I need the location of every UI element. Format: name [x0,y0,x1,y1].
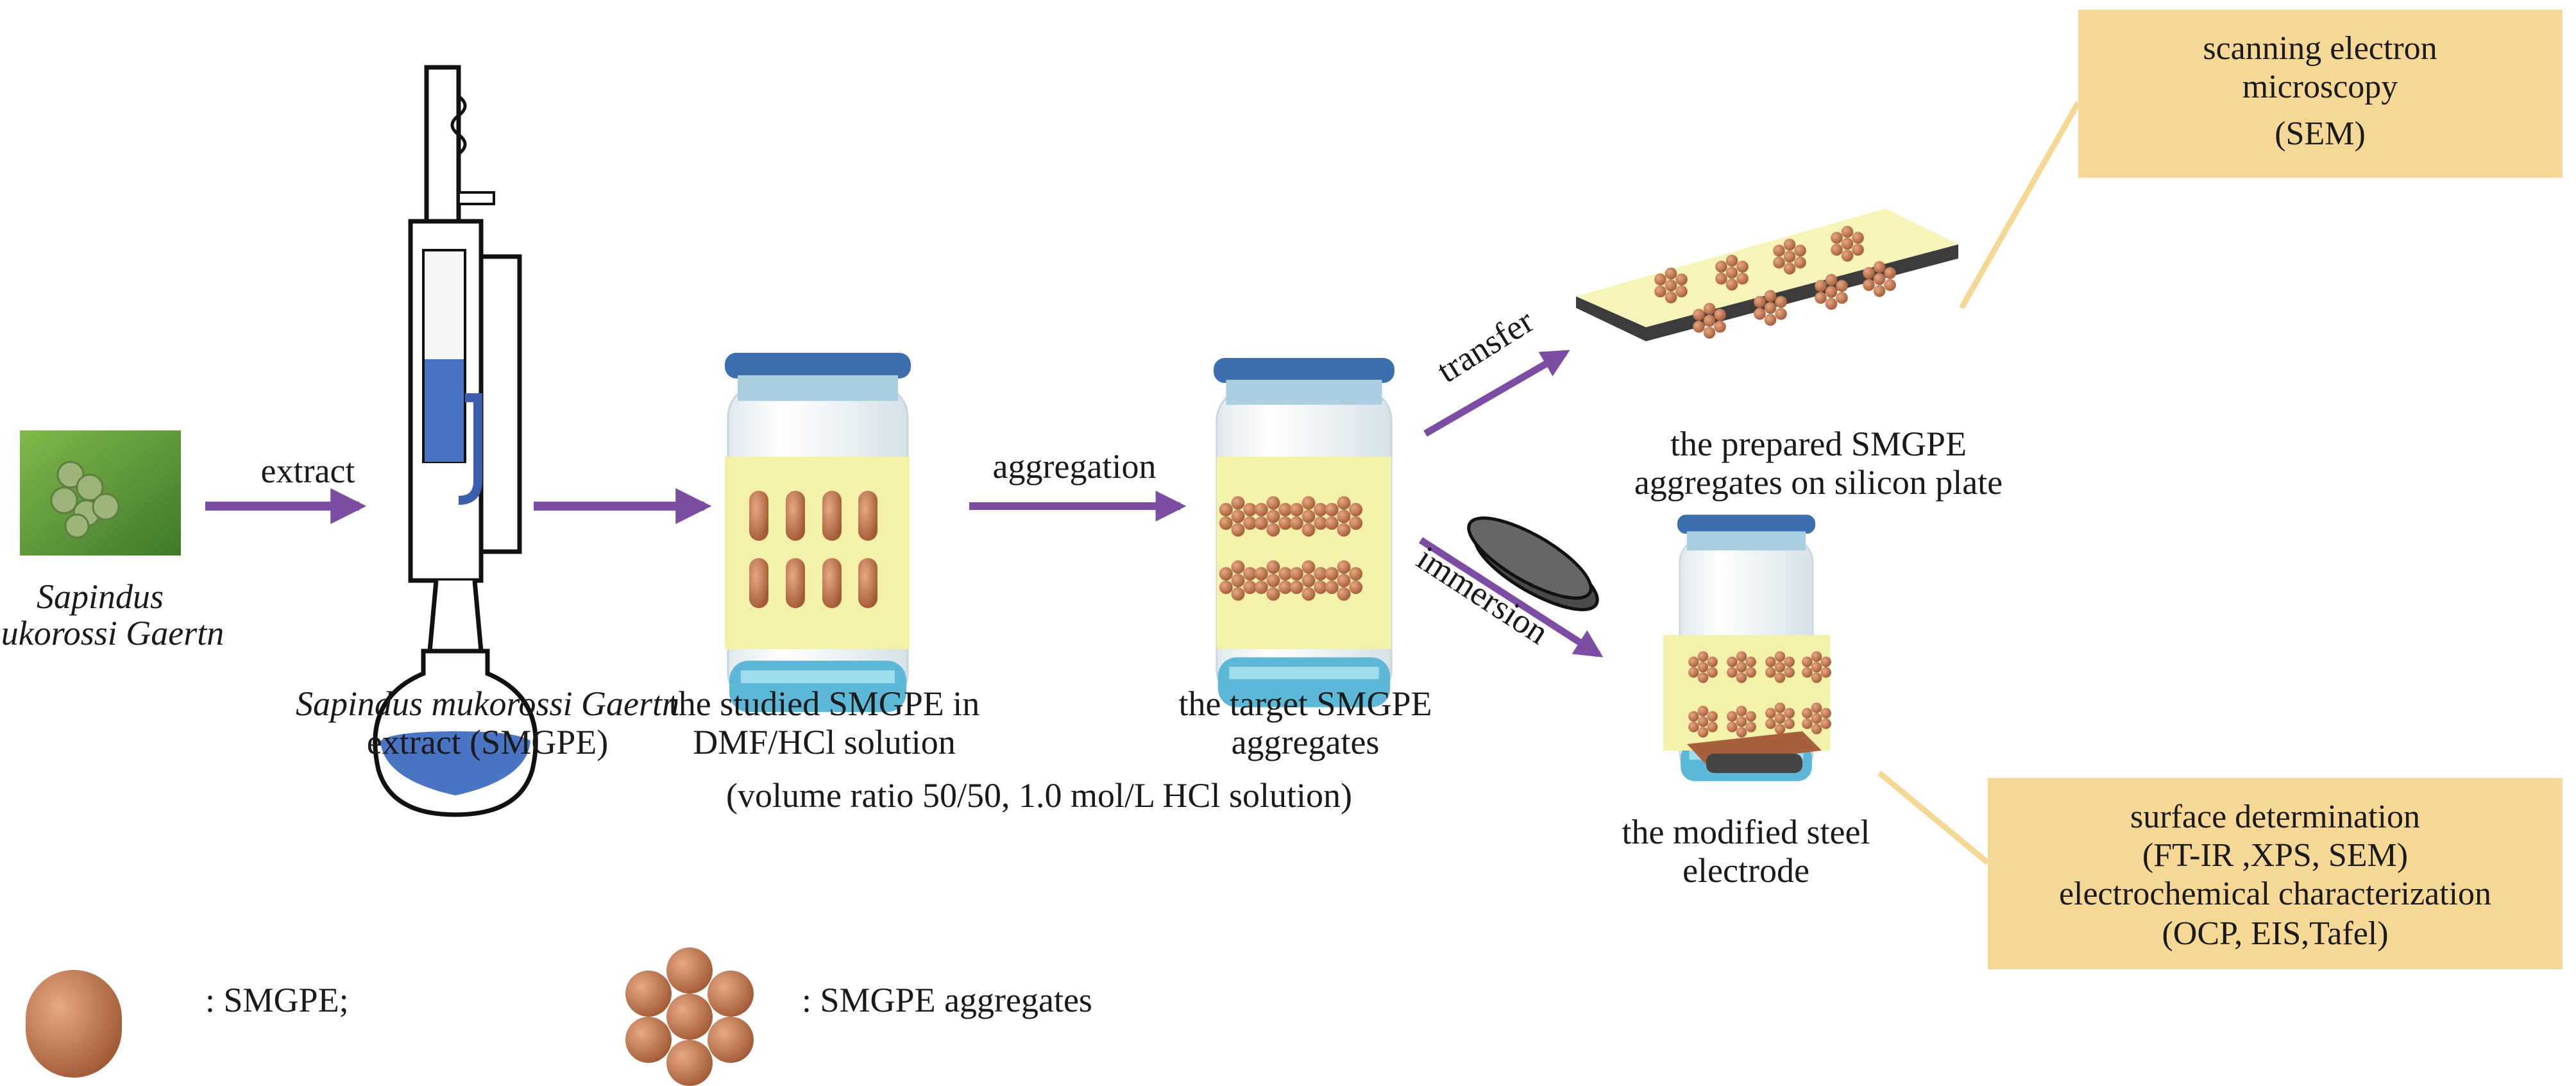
characterization-connector [1877,770,1990,865]
sem-connector [1959,101,2081,310]
plant-name-line1: Sapindus [37,577,164,616]
jar3-label-line1: the modified steel [1622,813,1870,851]
legend-aggregate-icon [625,947,754,1086]
jar2-label-line1: the target SMGPE [1179,684,1432,723]
smgpe-particles [749,491,877,608]
sem-box-line: scanning electron [2203,30,2437,67]
jar-smgpe-aggregates [1212,357,1396,708]
steel-electrode-disk [1467,516,1599,611]
jar-modified-electrode [1663,514,1831,783]
silicon-plate [1576,208,1958,341]
plate-label-line2: aggregates on silicon plate [1634,463,2003,502]
legend-smgpe-icon [26,970,122,1078]
legend-aggregates-label: : SMGPE aggregates [802,981,1092,1019]
immersion-arrow [1419,537,1604,658]
jar3-label-line2: electrode [1682,851,1809,890]
jar1-label-line2: DMF/HCl solution [693,723,956,761]
jar-smgpe-solution [724,352,912,713]
soxhlet-label-line2: extract (SMGPE) [367,723,608,761]
char-box-line: (FT-IR ,XPS, SEM) [2142,837,2408,874]
jar1-label-line1: the studied SMGPE in [669,684,980,723]
plant-name-line2: mukorossi Gaertn [0,614,224,652]
soxhlet-label-line1: Sapindus mukorossi Gaertn [296,684,679,723]
char-box-line: surface determination [2130,799,2420,835]
soxhlet-extractor-icon [373,65,538,817]
jar2-label-line2: aggregates [1232,723,1380,761]
sem-box-line: (SEM) [2275,115,2366,152]
conditions-note: (volume ratio 50/50, 1.0 mol/L HCl solut… [726,776,1352,815]
char-box-line: (OCP, EIS,Tafel) [2162,915,2388,952]
step-extract-label: extract [261,452,355,490]
char-box-line: electrochemical characterization [2059,876,2491,912]
plate-label-line1: the prepared SMGPE [1670,425,1967,463]
sem-box-line: microscopy [2242,69,2398,105]
legend-smgpe-label: : SMGPE; [205,981,349,1019]
transfer-arrow [1423,350,1570,437]
sem-box: scanning electron microscopy (SEM) [2078,10,2563,178]
plant-photo [20,430,181,556]
characterization-box: surface determination (FT-IR ,XPS, SEM) … [1988,778,2563,969]
step-aggregation-label: aggregation [993,447,1157,486]
